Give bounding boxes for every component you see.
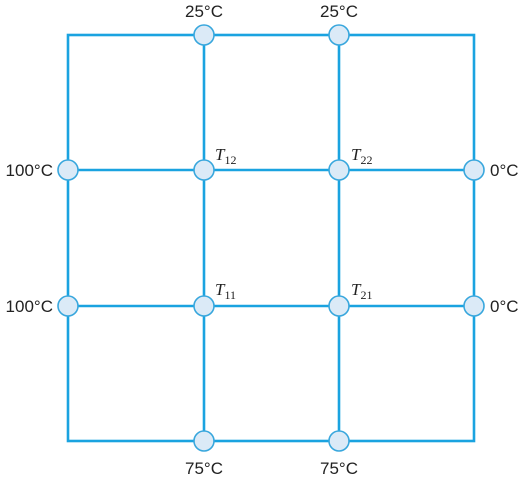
node-bottom-left [193, 430, 215, 452]
node-t22 [328, 159, 350, 181]
label-bottom-left: 75°C [185, 459, 223, 478]
node-top-left [193, 24, 215, 46]
grid-nodes [57, 24, 485, 452]
node-left-lower [57, 295, 79, 317]
label-right-lower: 0°C [490, 297, 519, 316]
node-top-right [328, 24, 350, 46]
label-t11-subscript: 11 [224, 288, 236, 302]
label-left-upper: 100°C [6, 161, 53, 180]
interior-node-labels: T12 T22 T11 T21 [215, 145, 372, 302]
node-t11 [193, 295, 215, 317]
label-t21: T21 [351, 280, 372, 302]
label-t12: T12 [215, 145, 236, 167]
label-left-lower: 100°C [6, 297, 53, 316]
label-t22-symbol: T [351, 145, 362, 164]
label-t22-subscript: 22 [360, 153, 372, 167]
label-top-right: 25°C [320, 2, 358, 21]
label-t12-symbol: T [215, 145, 226, 164]
node-bottom-right [328, 430, 350, 452]
label-t21-subscript: 21 [360, 288, 372, 302]
label-t22: T22 [351, 145, 372, 167]
outer-boundary [66, 33, 476, 443]
grid-lines [66, 33, 476, 443]
label-bottom-right: 75°C [320, 459, 358, 478]
node-left-upper [57, 159, 79, 181]
node-right-lower [463, 295, 485, 317]
label-t21-symbol: T [351, 280, 362, 299]
node-t12 [193, 159, 215, 181]
label-t11-symbol: T [215, 280, 226, 299]
label-t12-subscript: 12 [224, 153, 236, 167]
node-t21 [328, 295, 350, 317]
boundary-labels: 25°C 25°C 100°C 100°C 0°C 0°C 75°C 75°C [6, 2, 519, 478]
label-t11: T11 [215, 280, 236, 302]
label-top-left: 25°C [185, 2, 223, 21]
label-right-upper: 0°C [490, 161, 519, 180]
node-right-upper [463, 159, 485, 181]
